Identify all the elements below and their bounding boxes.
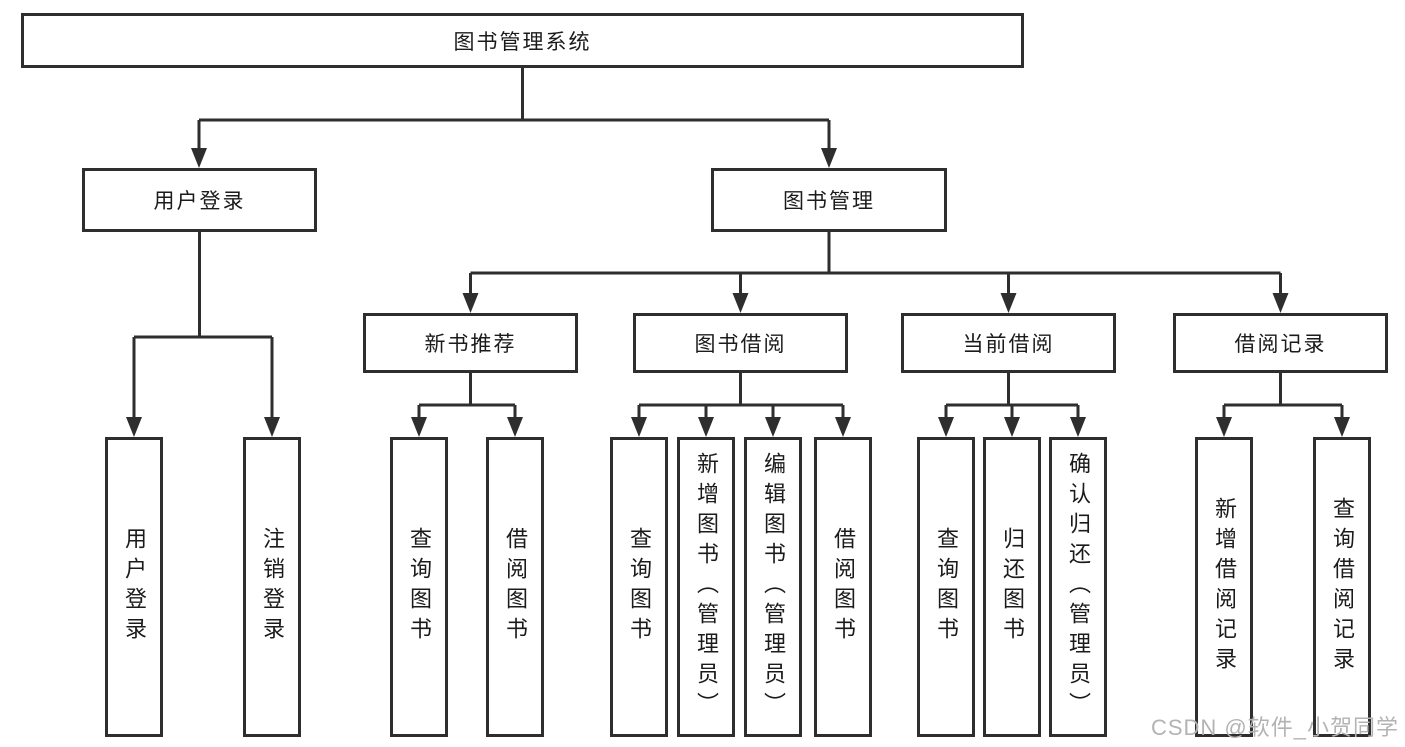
node-book-management: 图书管理 <box>711 168 947 232</box>
leaf-label: 用户登录 <box>122 527 147 647</box>
leaf-borrowing-edit-books-admin: 编辑图书（管理员） <box>744 437 802 737</box>
connector-root-to-level2 <box>197 68 831 150</box>
leaf-label: 借阅图书 <box>503 527 528 647</box>
leaf-newbooks-borrow-books: 借阅图书 <box>486 437 544 737</box>
leaf-current-query-books: 查询图书 <box>917 437 975 737</box>
leaf-newbooks-query-books: 查询图书 <box>390 437 448 737</box>
leaf-label: 新增借阅记录 <box>1212 497 1237 677</box>
node-borrowing-records: 借阅记录 <box>1173 313 1388 373</box>
leaf-label: 编辑图书（管理员） <box>761 452 786 722</box>
leaf-records-query-borrow-record: 查询借阅记录 <box>1313 437 1371 737</box>
node-user-login: 用户登录 <box>82 168 317 232</box>
leaf-borrowing-query-books: 查询图书 <box>610 437 668 737</box>
leaf-label: 新增图书（管理员） <box>694 452 719 722</box>
node-book-borrowing: 图书借阅 <box>633 313 848 373</box>
connector-current-borrow-subtree <box>944 373 1080 419</box>
leaf-label: 查询图书 <box>627 527 652 647</box>
leaf-label: 注销登录 <box>260 527 285 647</box>
connector-user-login-subtree <box>132 232 274 419</box>
leaf-logout: 注销登录 <box>243 437 301 737</box>
leaf-label: 查询借阅记录 <box>1330 497 1355 677</box>
leaf-borrowing-add-books-admin: 新增图书（管理员） <box>677 437 735 737</box>
connector-new-books-subtree <box>417 373 517 419</box>
leaf-label: 确认归还（管理员） <box>1066 452 1091 722</box>
leaf-user-login: 用户登录 <box>105 437 163 737</box>
csdn-watermark: CSDN @软件_小贺同学 <box>1150 715 1399 740</box>
leaf-borrowing-borrow-books: 借阅图书 <box>814 437 872 737</box>
connector-book-borrow-subtree <box>637 373 845 419</box>
node-library-management-system: 图书管理系统 <box>21 13 1024 68</box>
leaf-label: 查询图书 <box>934 527 959 647</box>
leaf-label: 归还图书 <box>1000 527 1025 647</box>
leaf-records-add-borrow-record: 新增借阅记录 <box>1195 437 1253 737</box>
leaf-label: 查询图书 <box>407 527 432 647</box>
node-new-book-recommendation: 新书推荐 <box>363 313 578 373</box>
leaf-current-return-books: 归还图书 <box>983 437 1041 737</box>
leaf-label: 借阅图书 <box>831 527 856 647</box>
connector-records-subtree <box>1222 373 1344 419</box>
node-current-borrowing: 当前借阅 <box>901 313 1116 373</box>
leaf-current-confirm-return-admin: 确认归还（管理员） <box>1049 437 1107 737</box>
connector-book-mgmt-to-level3 <box>469 232 1282 295</box>
